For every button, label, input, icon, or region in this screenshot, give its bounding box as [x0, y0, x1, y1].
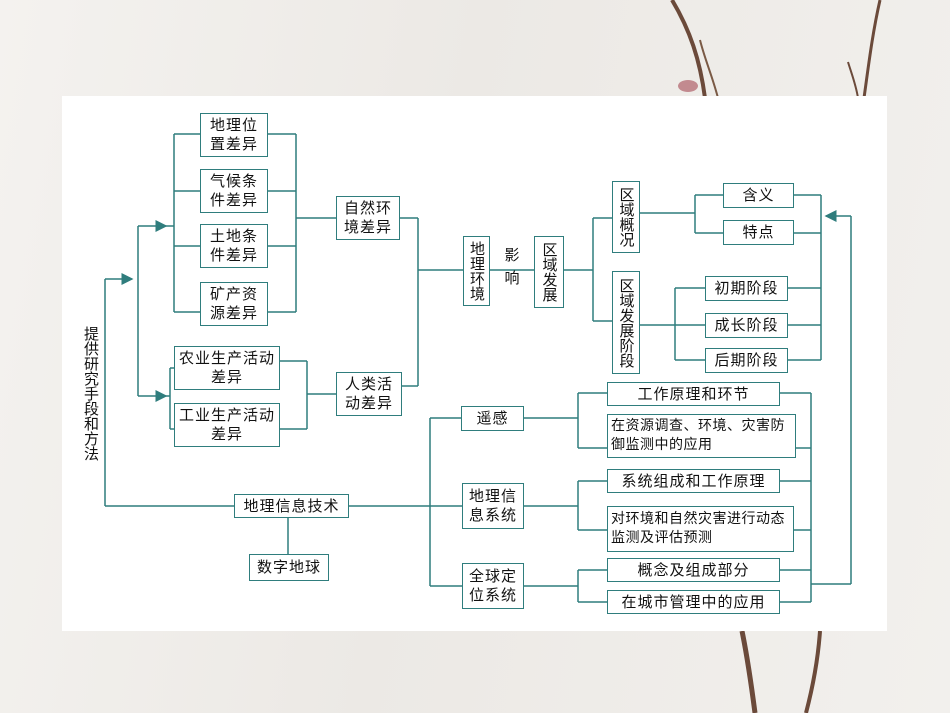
- node-early: 初期阶段: [705, 276, 788, 301]
- node-regional-dev: 区域发展: [534, 236, 564, 308]
- node-industry: 工业生产活动差异: [174, 403, 280, 447]
- node-location: 地理位置差异: [200, 113, 268, 157]
- node-rs: 遥感: [461, 406, 524, 431]
- node-agri: 农业生产活动差异: [174, 346, 280, 390]
- node-gps-concept: 概念及组成部分: [607, 558, 780, 582]
- node-stages: 区域发展阶段: [612, 271, 640, 374]
- node-natural-env: 自然环境差异: [336, 196, 400, 240]
- node-meaning: 含义: [723, 183, 794, 208]
- node-gis: 地理信息系统: [462, 483, 524, 529]
- node-mineral: 矿产资源差异: [200, 282, 268, 326]
- label-methods: 提供研究手段和方法: [82, 325, 100, 461]
- node-gps-app: 在城市管理中的应用: [607, 590, 780, 614]
- node-rs-principle: 工作原理和环节: [607, 382, 780, 406]
- node-gis-app: 对环境和自然灾害进行动态监测及评估预测: [607, 506, 794, 552]
- node-git: 地理信息技术: [234, 494, 349, 518]
- node-land: 土地条件差异: [200, 224, 268, 268]
- node-geo-env: 地理环境: [463, 236, 490, 306]
- node-rs-app: 在资源调查、环境、灾害防御监测中的应用: [607, 414, 796, 458]
- node-human-activity: 人类活动差异: [336, 372, 402, 416]
- node-digital-earth: 数字地球: [249, 554, 329, 581]
- node-climate: 气候条件差异: [200, 169, 268, 213]
- label-influence: 影响: [502, 247, 521, 293]
- node-late: 后期阶段: [705, 348, 788, 373]
- connector-lines: [104, 133, 852, 603]
- diagram-panel: 地理位置差异 气候条件差异 土地条件差异 矿产资源差异 自然环境差异 农业生产活…: [62, 96, 887, 631]
- node-overview: 区域概况: [612, 181, 640, 253]
- node-growth: 成长阶段: [705, 313, 788, 338]
- node-gps: 全球定位系统: [462, 563, 524, 609]
- node-gis-compose: 系统组成和工作原理: [607, 469, 780, 493]
- node-feature: 特点: [723, 220, 794, 245]
